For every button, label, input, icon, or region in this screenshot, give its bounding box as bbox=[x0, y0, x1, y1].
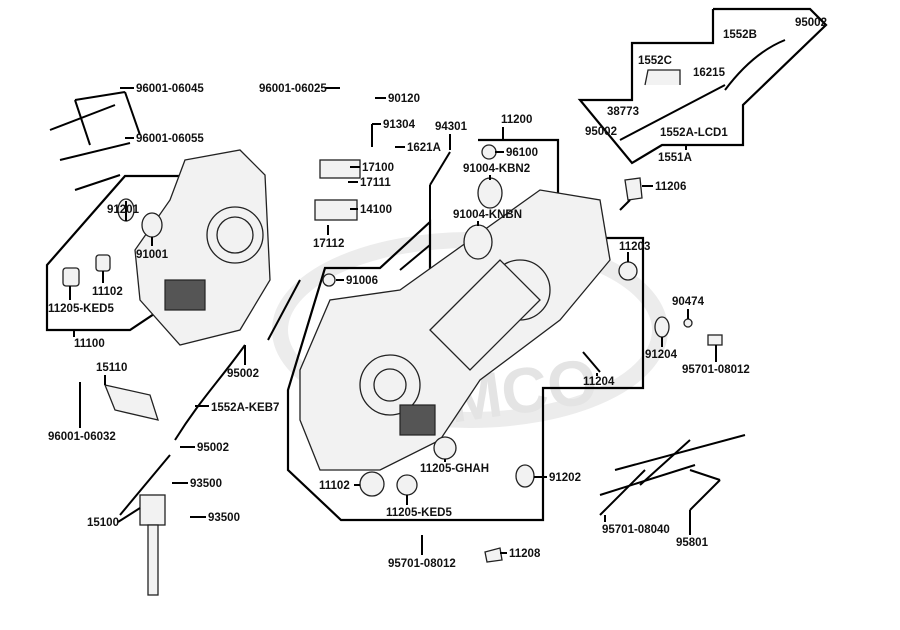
label-96001-06025: 96001-06025 bbox=[259, 83, 327, 95]
bolt-set-96001-06045 bbox=[49, 91, 141, 146]
label-11208: 11208 bbox=[509, 548, 541, 560]
label-14100: 14100 bbox=[360, 204, 392, 216]
leader-lines bbox=[69, 87, 717, 555]
label-11206: 11206 bbox=[655, 181, 686, 193]
label-11204: 11204 bbox=[583, 376, 615, 388]
label-15110: 15110 bbox=[96, 362, 127, 374]
group-outline-breather bbox=[577, 7, 828, 165]
left-crankcase-part bbox=[134, 149, 271, 346]
hose-1552a-keb7 bbox=[174, 279, 301, 441]
bracket-11206 bbox=[619, 177, 643, 211]
label-96100: 96100 bbox=[506, 147, 538, 159]
pipe-94301 bbox=[399, 151, 451, 271]
label-11205-ghah: 11205-GHAH bbox=[420, 463, 489, 475]
label-95002-lower: 95002 bbox=[197, 442, 229, 454]
label-38773: 38773 bbox=[607, 106, 639, 118]
label-95701-08012-lower: 95701-08012 bbox=[388, 558, 456, 570]
bolt-set-96001-06055 bbox=[59, 142, 131, 191]
bolt-95701-08012 bbox=[707, 334, 723, 346]
label-91304: 91304 bbox=[383, 119, 416, 131]
oil-pump-15100 bbox=[119, 454, 171, 596]
label-1552a-lcd1: 1552A-LCD1 bbox=[660, 127, 728, 139]
bolt-set-95801 bbox=[689, 469, 721, 511]
label-1551a: 1551A bbox=[658, 152, 692, 164]
label-95801: 95801 bbox=[676, 537, 709, 549]
label-96001-06045: 96001-06045 bbox=[136, 83, 204, 95]
label-17100: 17100 bbox=[362, 162, 394, 174]
label-94301: 94301 bbox=[435, 121, 468, 133]
bearing-91001 bbox=[141, 212, 163, 238]
label-95701-08040: 95701-08040 bbox=[602, 524, 670, 536]
label-91004-kbn2: 91004-KBN2 bbox=[463, 163, 530, 175]
label-1552a-keb7: 1552A-KEB7 bbox=[211, 402, 279, 414]
label-96001-06032: 96001-06032 bbox=[48, 431, 116, 443]
washer-90474 bbox=[683, 318, 693, 328]
label-1552b: 1552B bbox=[723, 29, 757, 41]
seal-91204 bbox=[654, 316, 670, 338]
seal-96100 bbox=[481, 144, 497, 160]
label-11205-ked5-right: 11205-KED5 bbox=[386, 507, 452, 519]
reed-valve-assembly bbox=[314, 159, 361, 221]
label-11205-ked5-left: 11205-KED5 bbox=[48, 303, 114, 315]
label-91006: 91006 bbox=[346, 275, 378, 287]
seal-91006 bbox=[322, 273, 336, 287]
bushing-11203 bbox=[618, 261, 638, 281]
label-15100: 15100 bbox=[87, 517, 119, 529]
bracket-15110 bbox=[103, 384, 159, 421]
label-17111: 17111 bbox=[360, 177, 391, 189]
clip-11208 bbox=[484, 547, 503, 563]
label-17112: 17112 bbox=[313, 238, 344, 250]
breather-hoses bbox=[619, 39, 786, 141]
label-91202: 91202 bbox=[549, 472, 581, 484]
part-labels: 96001-06045 96001-06055 96001-06025 9012… bbox=[48, 17, 827, 570]
label-1621a: 1621A bbox=[407, 142, 441, 154]
dowel-11205-ked5 bbox=[62, 267, 80, 287]
bearing-91004-knbn bbox=[463, 224, 493, 260]
label-95002-left: 95002 bbox=[227, 368, 259, 380]
bearing-91004-kbn2 bbox=[477, 177, 503, 209]
label-90120: 90120 bbox=[388, 93, 420, 105]
label-93500-upper: 93500 bbox=[190, 478, 222, 490]
label-11102-right: 11102 bbox=[319, 480, 350, 492]
label-91001: 91001 bbox=[136, 249, 169, 261]
label-95701-08012-right: 95701-08012 bbox=[682, 364, 750, 376]
pin-11204 bbox=[582, 351, 601, 373]
dowel-11102 bbox=[95, 254, 111, 272]
bolt-set-95701-08040 bbox=[599, 434, 746, 516]
label-91004-knbn: 91004-KNBN bbox=[453, 209, 522, 221]
label-95002-top: 95002 bbox=[795, 17, 827, 29]
right-crankcase-part bbox=[299, 189, 611, 471]
label-91201: 91201 bbox=[107, 204, 140, 216]
label-91204: 91204 bbox=[645, 349, 678, 361]
label-1552c: 1552C bbox=[638, 55, 672, 67]
label-96001-06055: 96001-06055 bbox=[136, 133, 204, 145]
label-11200: 11200 bbox=[501, 114, 532, 126]
label-95002-breather: 95002 bbox=[585, 126, 617, 138]
bushings-lower bbox=[359, 436, 535, 497]
label-11100: 11100 bbox=[74, 338, 105, 350]
label-11102-left: 11102 bbox=[92, 286, 123, 298]
label-90474: 90474 bbox=[672, 296, 705, 308]
label-16215: 16215 bbox=[693, 67, 726, 79]
label-11203: 11203 bbox=[619, 241, 650, 253]
label-93500-lower: 93500 bbox=[208, 512, 240, 524]
